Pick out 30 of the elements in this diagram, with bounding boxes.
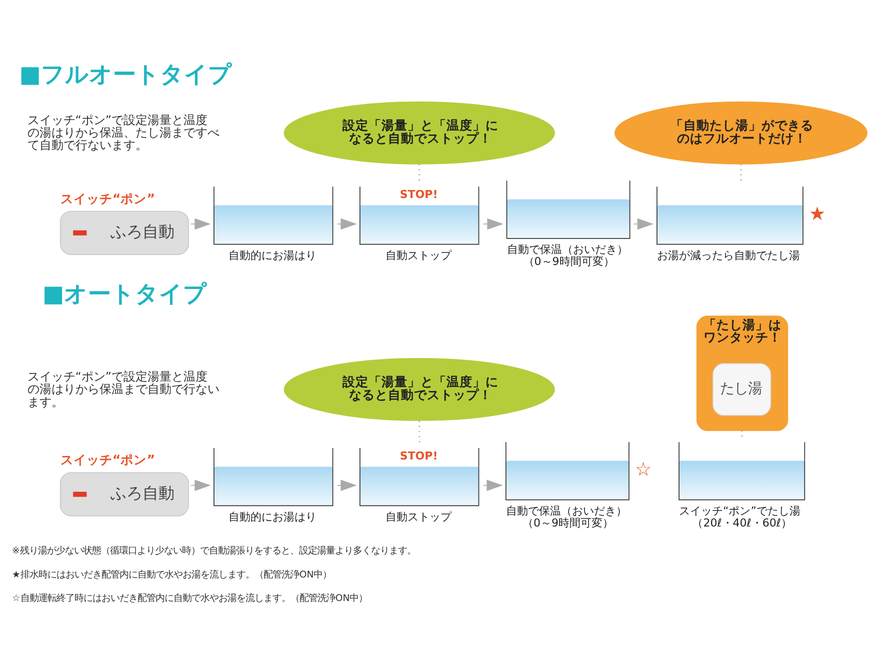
node-ellipse: 設定「湯量」と「温度」になると自動でストップ！ <box>284 101 555 164</box>
node-label: お湯が減ったら自動でたし湯 <box>656 248 800 262</box>
node-label: 自動ストップ <box>385 510 452 523</box>
node-label: スイッチ“ポン” <box>60 452 156 468</box>
node-label: 自動的にお湯はり <box>228 510 316 523</box>
node-label: 自動で保温（おいだき）（0～9時間可変） <box>506 504 627 529</box>
label: ★排水時にはおいだき配管内に自動で水やお湯を流します。（配管洗浄ON中） <box>12 568 332 580</box>
node-label: 自動ストップ <box>385 248 452 262</box>
label: スイッチ“ポン”で設定湯量と温度の湯はりから保温まで自動で行ないます。 <box>27 368 220 408</box>
arrow <box>336 218 357 230</box>
label: ※残り湯が少ない状態（循環口より少ない時）で自動湯張りをすると、設定湯量より多くなります。 <box>12 545 416 556</box>
node-box: たし湯 <box>712 362 772 416</box>
label: スイッチ“ポン”で設定湯量と温度の湯はりから保温、たし湯まですべて自動で行ないます。 <box>27 112 220 152</box>
node-ellipse: 「自動たし湯」ができるのはフルオートだけ！ <box>614 101 868 164</box>
node-label: ★ <box>808 204 826 225</box>
arrow <box>633 218 654 230</box>
node-ellipse: 設定「湯量」と「温度」になると自動でストップ！ <box>284 358 555 420</box>
arrow <box>482 479 503 491</box>
node-label: ☆ <box>634 459 652 480</box>
arrow <box>190 218 211 230</box>
label: ■オートタイプ <box>42 280 208 307</box>
node-label: 自動的にお湯はり <box>228 248 316 262</box>
label: ■フルオートタイプ <box>19 61 232 88</box>
arrow <box>336 479 357 491</box>
label: ☆自動運転終了時にはおいだき配管内に自動で水やお湯を流します。（配管洗浄ON中） <box>12 592 368 604</box>
node-label: スイッチ“ポン” <box>60 191 156 206</box>
arrow <box>190 479 211 491</box>
arrow <box>482 218 504 230</box>
node-label: 自動で保温（おいだき）（0～9時間可変） <box>506 242 628 268</box>
node-label: スイッチ“ポン”でたし湯（20ℓ・40ℓ・60ℓ） <box>679 504 800 529</box>
